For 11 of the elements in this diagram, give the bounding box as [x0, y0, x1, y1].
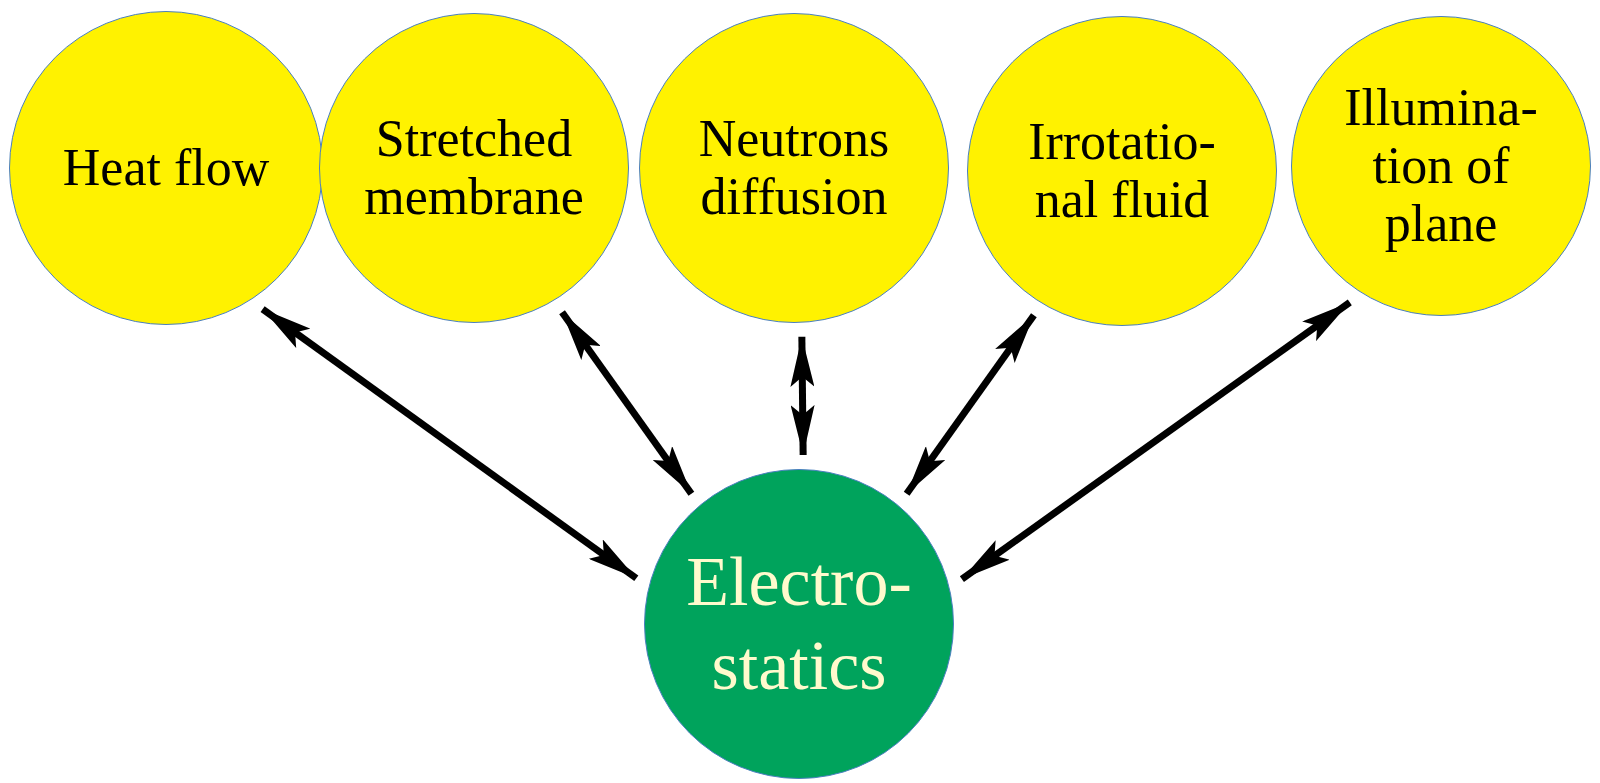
double-arrow [903, 313, 1037, 496]
node-label: Heat flow [61, 138, 271, 198]
node-label: Illumina- tion of plane [1343, 78, 1539, 254]
node-label: Electro- statics [685, 542, 913, 706]
double-arrow [959, 299, 1352, 582]
double-arrow [260, 306, 639, 582]
node-label: Irrotatio- nal fluid [1027, 112, 1217, 230]
node-label: Neutrons diffusion [697, 109, 891, 227]
node-label: Stretched membrane [363, 109, 585, 227]
double-arrow [790, 336, 815, 456]
double-arrow [559, 310, 695, 496]
